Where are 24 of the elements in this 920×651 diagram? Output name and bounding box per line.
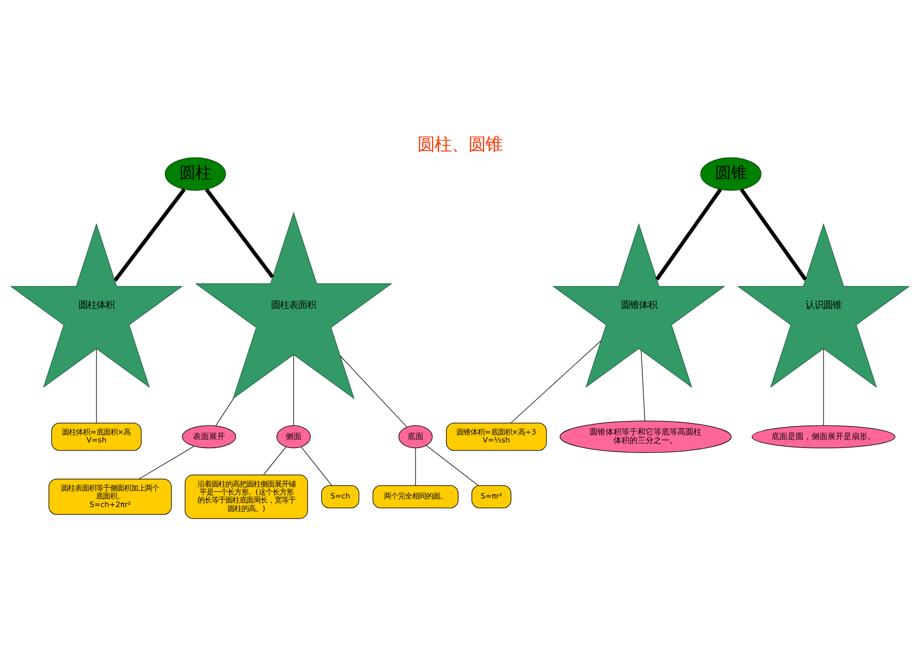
connector: [415, 447, 416, 486]
connector: [96, 348, 97, 423]
node-ellipse: 表面展开: [182, 424, 236, 448]
connector: [293, 354, 294, 426]
connector: [426, 444, 478, 486]
connector: [113, 188, 186, 282]
connector: [740, 188, 808, 280]
connector: [340, 355, 408, 427]
node-ellipse: 底面: [398, 424, 433, 448]
connector: [300, 446, 332, 486]
node-ellipse: 底面是圆，侧面展开是扇形。: [752, 424, 896, 448]
connector: [263, 446, 286, 475]
node-ellipse: 圆锥: [700, 156, 762, 190]
connector: [215, 397, 234, 426]
node-ellipse: 侧面: [276, 424, 311, 448]
diagram-title: 圆柱、圆锥: [418, 134, 503, 154]
node-ellipse: 圆柱: [164, 156, 226, 190]
connector: [640, 350, 646, 421]
connector: [138, 445, 195, 479]
connector: [510, 340, 602, 423]
connector: [204, 188, 274, 278]
connector: [823, 348, 824, 426]
connector: [655, 188, 722, 280]
node-ellipse: 圆锥体积等于和它等底等高圆柱体积的三分之一。: [560, 420, 732, 452]
